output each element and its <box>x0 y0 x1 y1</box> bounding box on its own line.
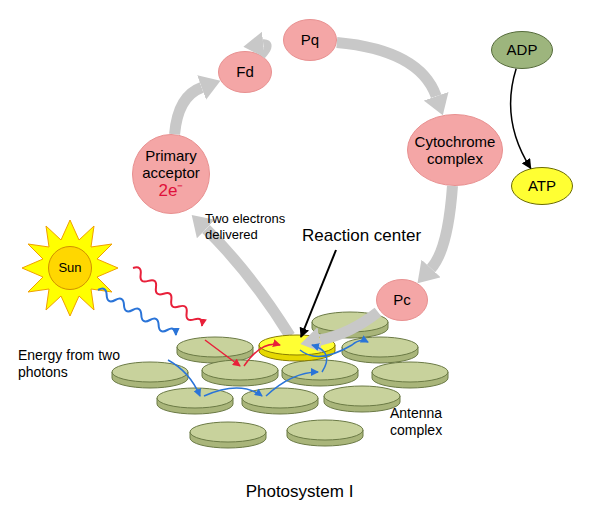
reaction-arrow <box>511 69 531 169</box>
carrier-ellipse: Fd <box>218 51 272 93</box>
acceptor-ellipse: Primary acceptor2e⁻ <box>132 134 210 214</box>
antenna-disc <box>177 337 253 363</box>
node-shape <box>284 20 337 61</box>
node-label: Fd <box>236 63 254 80</box>
electron-flow-arrow <box>206 229 290 336</box>
electron-flow-arrow <box>175 88 202 135</box>
red-energy-transfer <box>205 340 240 366</box>
node-shape <box>512 168 573 205</box>
part-label: Reaction center <box>302 226 462 246</box>
node-label: Sun <box>58 261 81 276</box>
antenna-disc <box>287 420 363 446</box>
molecule-ellipse: ATP <box>511 167 573 205</box>
node-shape <box>49 247 92 290</box>
node-shape <box>408 115 503 186</box>
antenna-disc <box>324 386 400 412</box>
sun-circle: Sun <box>48 246 92 290</box>
node-label: Cytochrome complex <box>407 133 503 168</box>
electron-count: 2e⁻ <box>159 181 184 201</box>
node-shape <box>219 52 272 93</box>
complex-ellipse: Cytochrome complex <box>407 114 503 186</box>
node-label: Primary acceptor <box>132 147 210 182</box>
blue-energy-transfer <box>300 341 368 357</box>
blue-energy-transfer <box>168 360 200 396</box>
node-shape <box>133 135 210 214</box>
blue-photon-wave <box>96 287 178 339</box>
sun-rays <box>22 220 118 316</box>
electron-flow-arrow <box>431 186 452 268</box>
molecule-ellipse: ADP <box>491 31 553 69</box>
carrier-ellipse: Pc <box>376 279 428 321</box>
blue-energy-transfer <box>312 345 327 372</box>
electron-flow-arrow <box>320 312 378 340</box>
node-label: ATP <box>528 177 556 194</box>
node-label: Pc <box>393 291 411 308</box>
red-energy-transfer <box>244 344 280 366</box>
diagram-caption: Photosystem I <box>0 482 599 502</box>
node-shape <box>492 32 553 69</box>
leader-arrow <box>301 250 336 337</box>
electron-flow-arrow <box>337 42 436 96</box>
blue-energy-transfer <box>204 388 262 396</box>
antenna-disc <box>282 360 358 386</box>
part-label: Antenna complex <box>390 405 470 439</box>
antenna-disc <box>157 388 233 414</box>
node-shape <box>377 280 428 321</box>
antenna-disc <box>202 360 278 386</box>
node-label: ADP <box>507 41 538 58</box>
node-label: Pq <box>301 31 319 48</box>
electron-flow-arrow <box>260 45 266 55</box>
antenna-disc <box>342 337 418 363</box>
carrier-ellipse: Pq <box>283 19 337 61</box>
antenna-disc <box>190 422 266 448</box>
annotation: Energy from two photons <box>18 347 128 381</box>
blue-energy-transfer <box>266 372 318 396</box>
antenna-disc <box>372 362 448 388</box>
